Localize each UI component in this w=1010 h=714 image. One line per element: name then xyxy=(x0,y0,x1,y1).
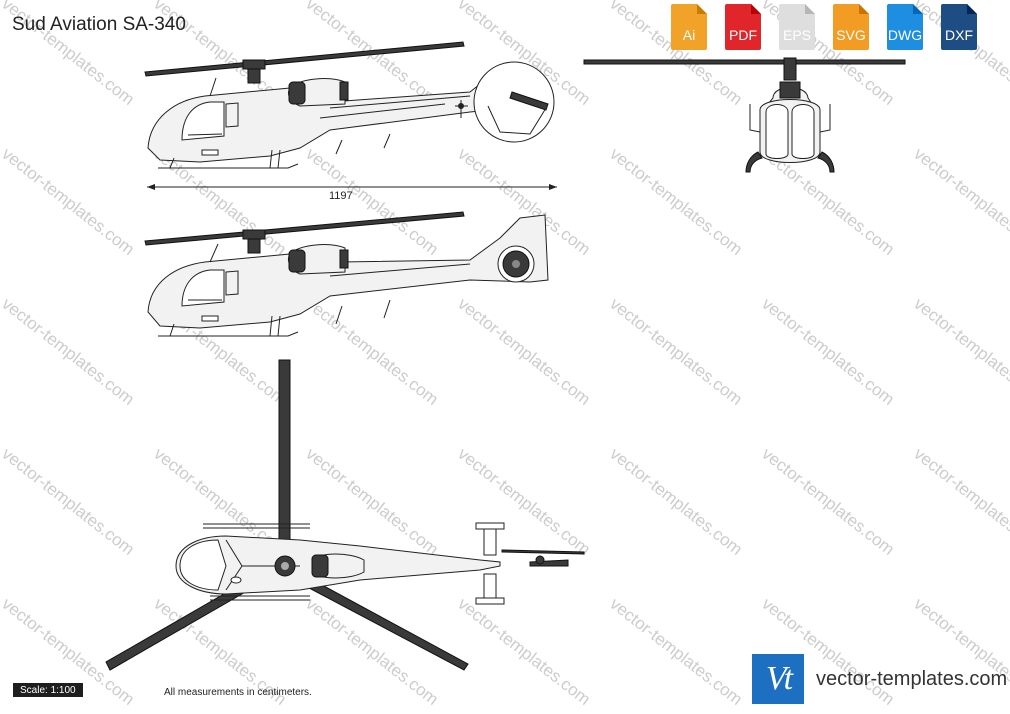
format-label: DXF xyxy=(945,27,973,43)
format-pdf-button[interactable]: PDF xyxy=(723,2,769,52)
file-icon xyxy=(941,4,977,50)
brand-logo-icon: Vt xyxy=(752,654,804,704)
format-dxf-button[interactable]: DXF xyxy=(939,2,985,52)
brand[interactable]: Vt vector-templates.com xyxy=(752,654,1007,704)
format-eps-button[interactable]: EPS xyxy=(777,2,823,52)
measurement-note: All measurements in centimeters. xyxy=(164,687,312,698)
side-view-bottom xyxy=(144,211,549,337)
side-view-top xyxy=(144,41,555,169)
format-ai-button[interactable]: Ai xyxy=(669,2,715,52)
format-label: PDF xyxy=(729,27,757,43)
dimension-label: 1197 xyxy=(329,190,353,202)
top-view xyxy=(105,359,585,671)
format-label: DWG xyxy=(887,27,923,43)
file-icon xyxy=(725,4,761,50)
format-svg-button[interactable]: SVG xyxy=(831,2,877,52)
scale-badge: Scale: 1:100 xyxy=(13,683,83,697)
page-title: Sud Aviation SA-340 xyxy=(12,14,186,35)
format-label: Ai xyxy=(682,27,696,43)
format-buttons: Ai PDF EPS SVG DWG DXF xyxy=(669,2,985,52)
file-icon xyxy=(779,4,815,50)
dimension-line xyxy=(147,184,557,190)
format-label: EPS xyxy=(782,27,811,43)
format-label: SVG xyxy=(836,27,866,43)
front-view xyxy=(583,57,906,173)
file-icon xyxy=(671,4,707,50)
brand-name: vector-templates.com xyxy=(816,667,1008,690)
format-dwg-button[interactable]: DWG xyxy=(885,2,931,52)
file-icon xyxy=(887,4,923,50)
file-icon xyxy=(833,4,869,50)
